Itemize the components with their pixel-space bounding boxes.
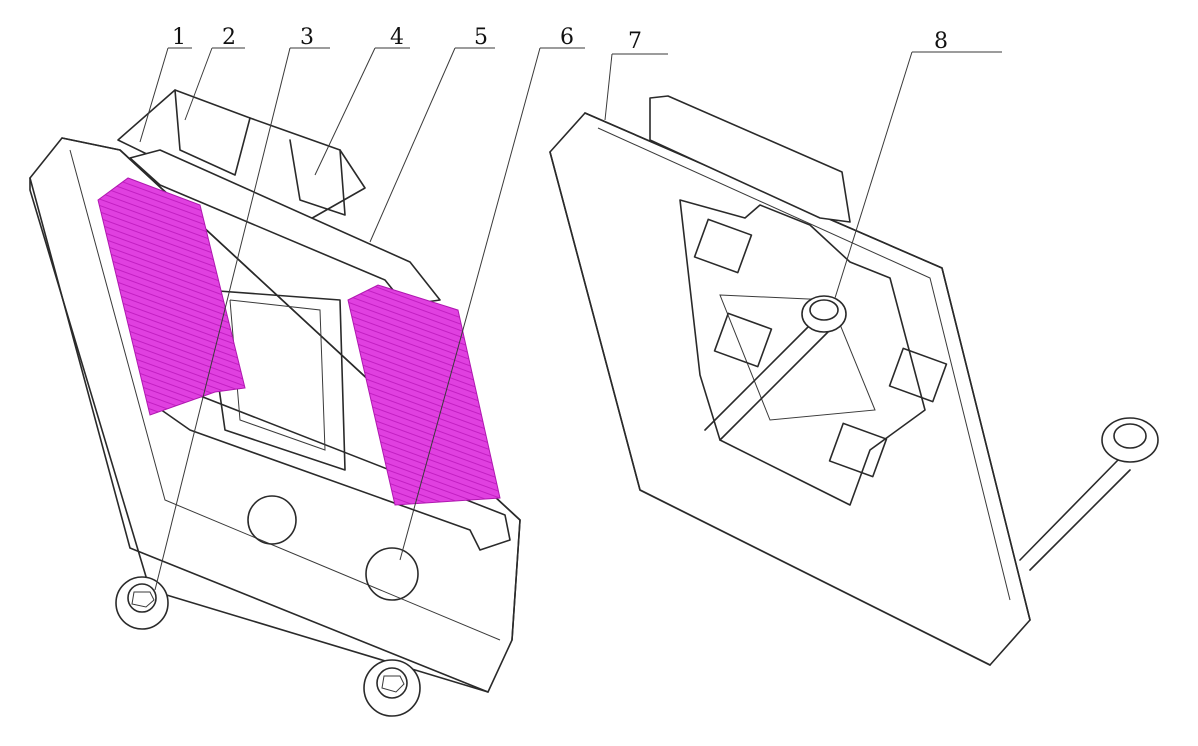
callout-7: 7 [628, 29, 642, 54]
callout-5: 5 [474, 25, 488, 50]
callout-4: 4 [390, 25, 404, 50]
left-connector-detail-b [289, 139, 346, 216]
right-assembly [549, 95, 1159, 666]
left-coil-stack-a [97, 177, 246, 416]
left-bottom-nut-left [115, 576, 169, 630]
right-detached-knob [1019, 417, 1159, 571]
right-clip-mid-left [713, 312, 773, 368]
right-inner-frame-core [719, 294, 876, 421]
left-bottom-nut-right [363, 659, 421, 717]
right-clip-mid-right [888, 347, 948, 403]
left-connector-detail-a [174, 89, 251, 176]
right-top-clip [649, 95, 851, 223]
left-coil-stack-b [347, 284, 501, 506]
right-plate-inner-edge [597, 127, 1011, 601]
left-assembly [29, 89, 521, 717]
left-u-bracket-bottom [149, 389, 511, 551]
callout-2: 2 [222, 25, 236, 50]
left-frame-rim [61, 137, 521, 641]
right-clip-upper-left [693, 218, 753, 274]
right-inner-shaft [704, 295, 847, 441]
right-clip-bottom [828, 422, 888, 478]
callout-1: 1 [172, 25, 186, 50]
left-socket-a [247, 495, 297, 545]
left-frame-edge [29, 177, 489, 693]
left-socket-b [365, 547, 419, 601]
right-plate-front-edge [549, 151, 991, 666]
callout-3: 3 [300, 25, 314, 50]
callout-6: 6 [560, 25, 574, 50]
left-frame-inner-edge [69, 149, 501, 641]
callout-labels: 1 2 3 4 5 6 7 8 [172, 25, 948, 54]
callout-8: 8 [934, 29, 948, 54]
callout-leaders [139, 47, 1002, 591]
